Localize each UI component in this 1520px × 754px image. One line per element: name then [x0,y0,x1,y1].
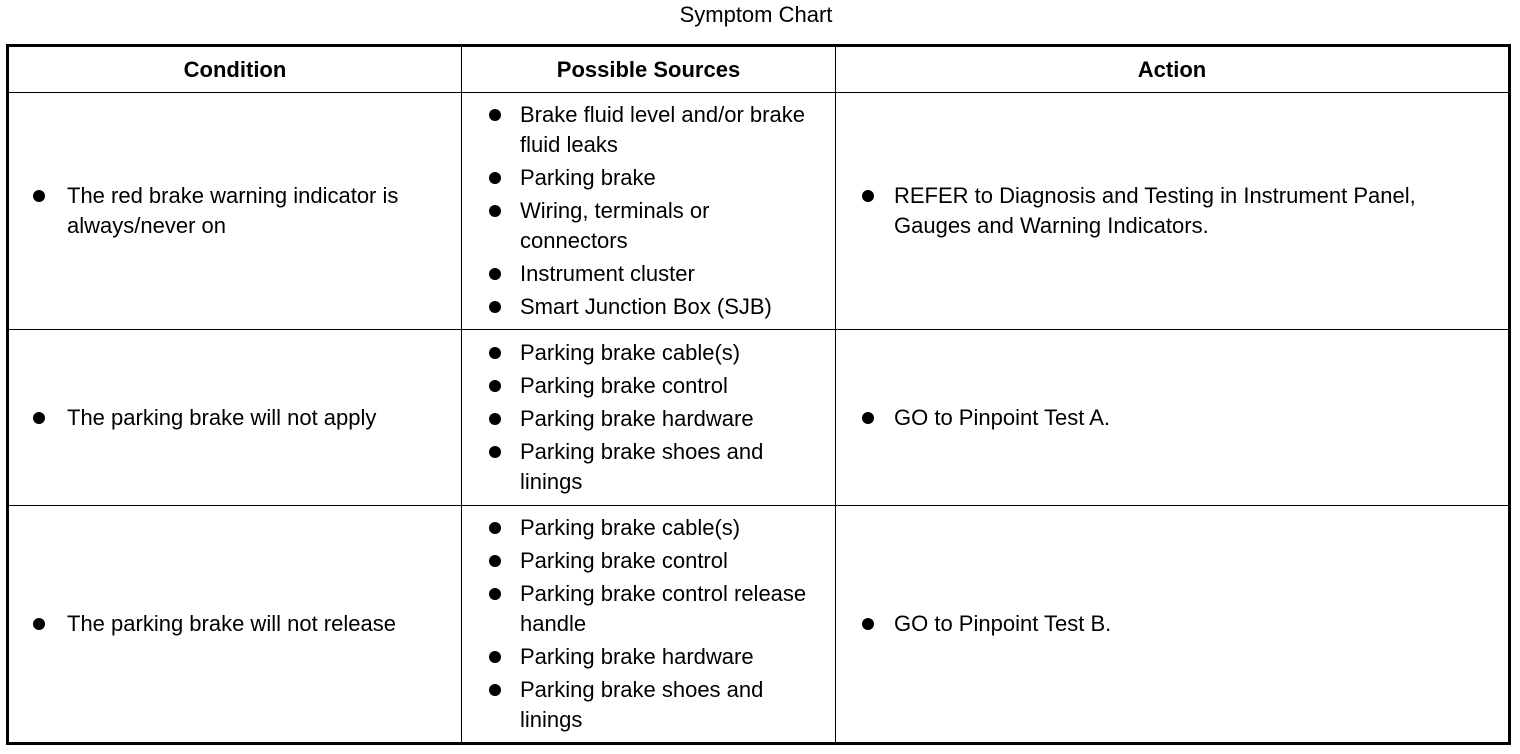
action-list: GO to Pinpoint Test B. [836,609,1508,639]
source-item: Parking brake control [489,371,821,401]
source-item: Parking brake hardware [489,404,821,434]
header-action: Action [835,45,1510,93]
sources-cell: Parking brake cable(s) Parking brake con… [461,505,836,744]
condition-list: The parking brake will not release [9,609,461,639]
source-item: Instrument cluster [489,259,821,289]
condition-cell: The parking brake will not release [7,505,462,744]
sources-list: Parking brake cable(s) Parking brake con… [462,338,835,497]
table-row: The red brake warning indicator is alway… [7,92,1510,330]
condition-cell: The parking brake will not apply [7,329,462,506]
source-item: Wiring, terminals or connectors [489,196,821,256]
sources-list: Brake fluid level and/or brake fluid lea… [462,100,835,322]
sources-cell: Brake fluid level and/or brake fluid lea… [461,92,836,330]
condition-list: The parking brake will not apply [9,403,461,433]
sources-list: Parking brake cable(s) Parking brake con… [462,513,835,735]
source-item: Parking brake shoes and linings [489,675,821,735]
header-condition: Condition [7,45,462,93]
header-possible-sources: Possible Sources [461,45,836,93]
source-item: Parking brake cable(s) [489,338,821,368]
source-item: Parking brake control release handle [489,579,821,639]
source-item: Parking brake cable(s) [489,513,821,543]
source-item: Brake fluid level and/or brake fluid lea… [489,100,821,160]
condition-item: The parking brake will not apply [33,403,451,433]
table-row: The parking brake will not release Parki… [7,505,1510,744]
source-item: Parking brake shoes and linings [489,437,821,497]
source-item: Smart Junction Box (SJB) [489,292,821,322]
source-item: Parking brake hardware [489,642,821,672]
header-row: Condition Possible Sources Action [7,45,1510,93]
action-list: REFER to Diagnosis and Testing in Instru… [836,181,1508,241]
page-title: Symptom Chart [679,2,833,27]
symptom-chart-table: Condition Possible Sources Action The re… [6,44,1511,745]
action-item: GO to Pinpoint Test A. [862,403,1498,433]
action-cell: REFER to Diagnosis and Testing in Instru… [835,92,1510,330]
condition-list: The red brake warning indicator is alway… [9,181,461,241]
action-cell: GO to Pinpoint Test A. [835,329,1510,506]
source-item: Parking brake control [489,546,821,576]
condition-item: The parking brake will not release [33,609,451,639]
source-item: Parking brake [489,163,821,193]
action-cell: GO to Pinpoint Test B. [835,505,1510,744]
table-row: The parking brake will not apply Parking… [7,329,1510,506]
action-item: REFER to Diagnosis and Testing in Instru… [862,181,1498,241]
condition-item: The red brake warning indicator is alway… [33,181,451,241]
action-item: GO to Pinpoint Test B. [862,609,1498,639]
condition-cell: The red brake warning indicator is alway… [7,92,462,330]
sources-cell: Parking brake cable(s) Parking brake con… [461,329,836,506]
action-list: GO to Pinpoint Test A. [836,403,1508,433]
